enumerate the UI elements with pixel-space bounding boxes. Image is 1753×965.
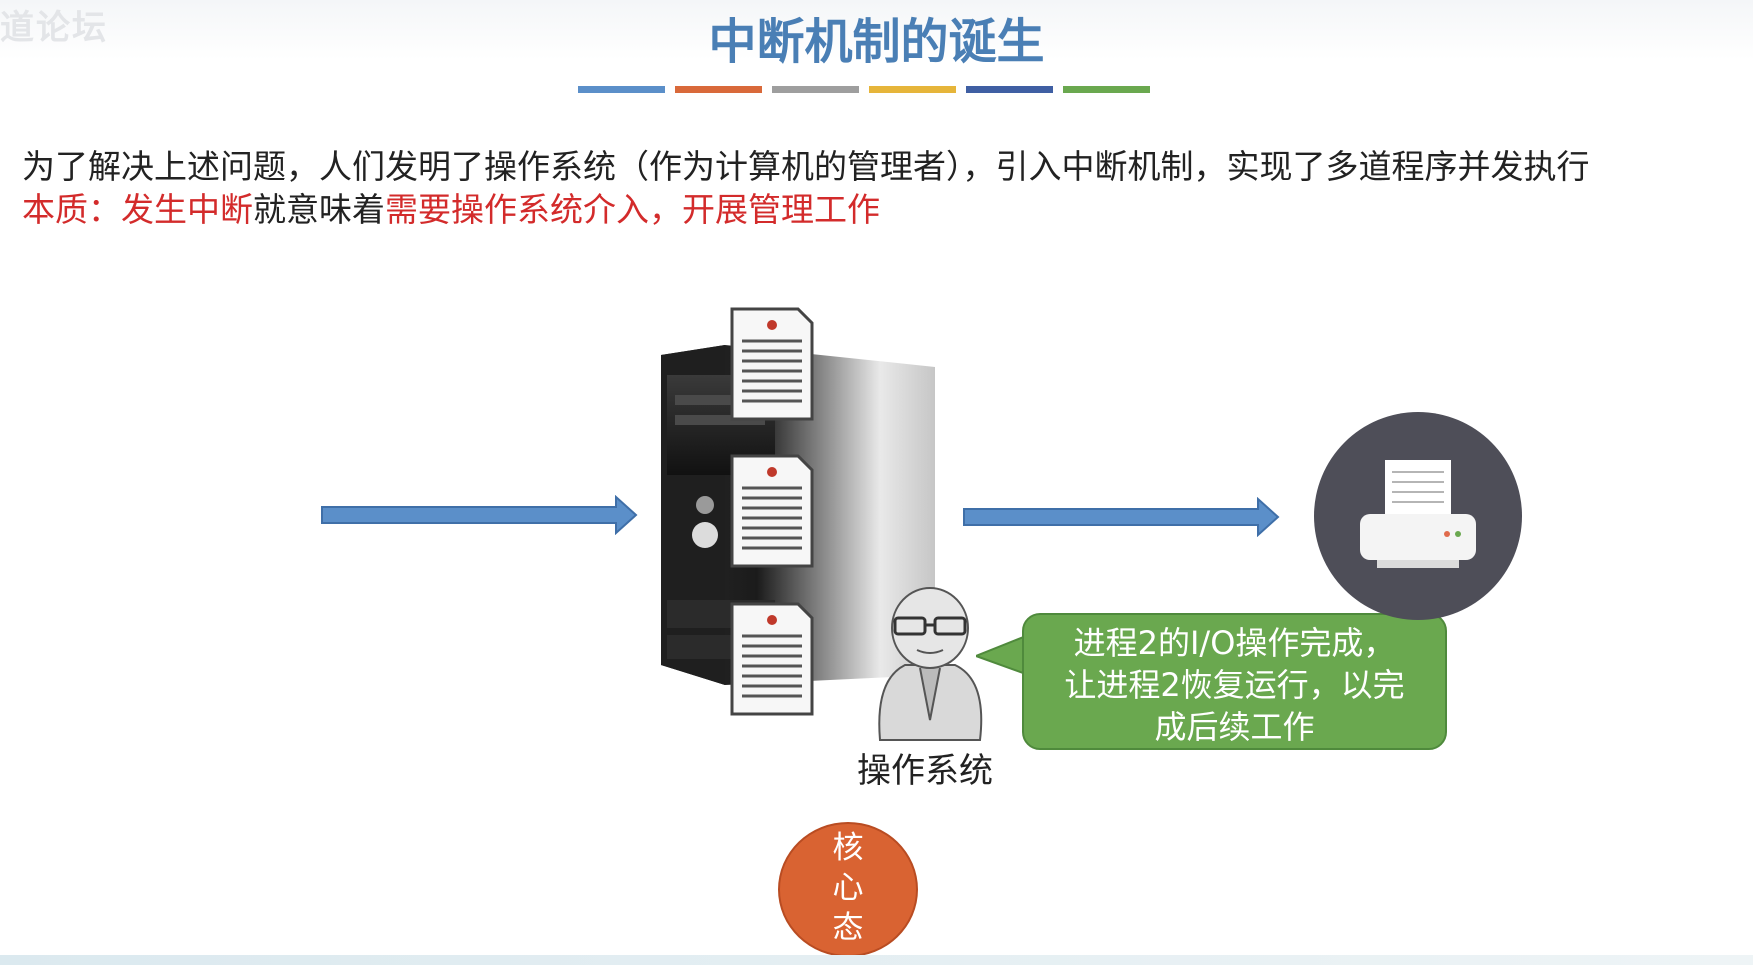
bubble-line: 成后续工作: [1154, 708, 1315, 746]
arrow-right-icon: [963, 497, 1280, 537]
underline-segment: [578, 86, 665, 93]
underline-segment: [675, 86, 762, 93]
arrow-right-icon: [321, 495, 638, 535]
underline-segment: [1063, 86, 1150, 93]
bubble-line: 进程2的I/O操作完成，: [1073, 624, 1396, 662]
person-icon: [878, 587, 983, 741]
printer-icon: [1314, 412, 1522, 620]
document-icon: [730, 454, 814, 568]
essence-highlight: 需要操作系统介入，开展管理工作: [385, 190, 880, 229]
underline-segment: [966, 86, 1053, 93]
bubble-line: 让进程2恢复运行，以完: [1064, 666, 1405, 704]
slide-title: 中断机制的诞生: [708, 14, 1045, 70]
document-icon: [730, 602, 814, 716]
underline-segment: [869, 86, 956, 93]
kernel-char: 核: [832, 830, 864, 866]
essence-label: 本质：发生中断: [22, 190, 253, 229]
watermark: 道论坛: [0, 8, 108, 48]
title-underline: [578, 86, 1150, 93]
os-label: 操作系统: [857, 751, 993, 791]
document-icon: [730, 307, 814, 421]
kernel-char: 心: [832, 870, 864, 906]
kernel-mode-badge: 核 心 态: [778, 822, 918, 957]
intro-text: 为了解决上述问题，人们发明了操作系统（作为计算机的管理者），引入中断机制，实现了…: [22, 147, 1590, 186]
speech-bubble: 进程2的I/O操作完成， 让进程2恢复运行，以完 成后续工作: [1022, 613, 1447, 750]
bottom-strip: [0, 955, 1753, 965]
speech-bubble-tail: [976, 634, 1026, 676]
underline-segment: [772, 86, 859, 93]
top-fade: [0, 0, 1753, 60]
kernel-char: 态: [832, 910, 864, 946]
essence-text: 本质：发生中断就意味着需要操作系统介入，开展管理工作: [22, 183, 880, 231]
essence-connector: 就意味着: [253, 190, 385, 229]
